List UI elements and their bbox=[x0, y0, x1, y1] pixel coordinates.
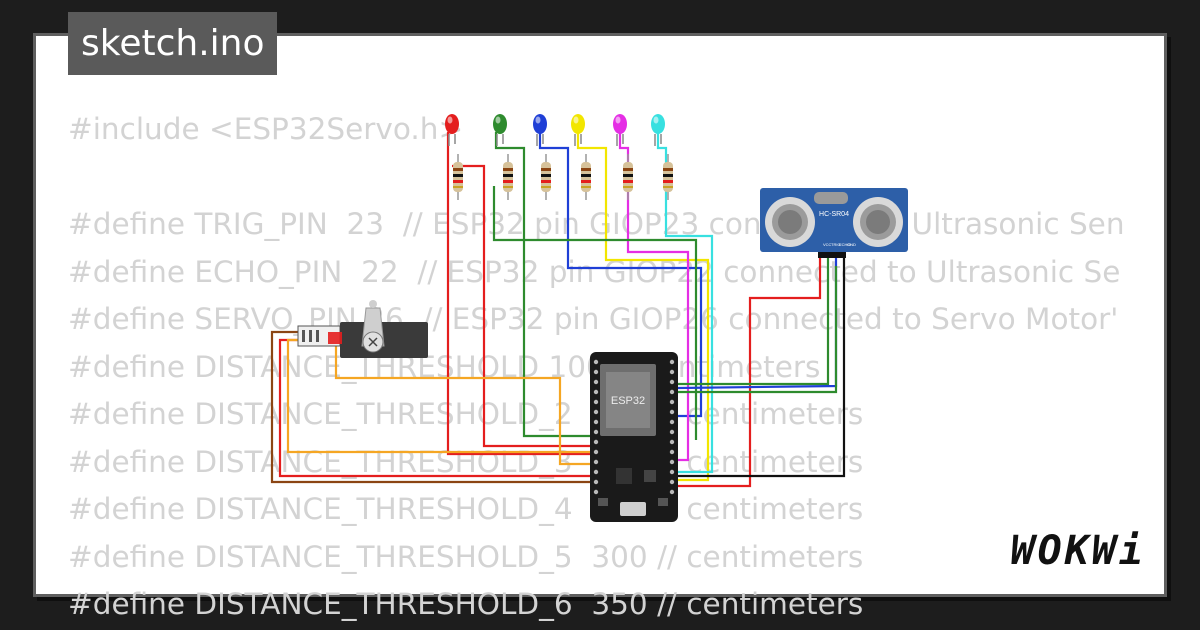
wire-red-2 bbox=[452, 164, 596, 448]
resistor bbox=[453, 154, 463, 200]
file-title: sketch.ino bbox=[68, 12, 278, 75]
sensor-pin-label: TRIG bbox=[831, 242, 841, 247]
led-yellow bbox=[571, 114, 585, 146]
wire-servo-brown bbox=[270, 330, 598, 484]
wire-cyan bbox=[656, 132, 714, 474]
resistor bbox=[503, 154, 513, 200]
wire-sensor-green2 bbox=[678, 266, 838, 394]
resistor-row bbox=[453, 154, 673, 200]
wokwi-logo: WOKWi bbox=[1010, 528, 1146, 574]
led-cyan bbox=[651, 114, 665, 146]
wire-servo-red bbox=[278, 338, 598, 478]
resistor bbox=[581, 154, 591, 200]
wire-sensor-black bbox=[678, 258, 846, 478]
led-red-body bbox=[445, 114, 459, 134]
sensor-pin-label: VCC bbox=[823, 242, 832, 247]
resistor bbox=[663, 154, 673, 200]
resistor bbox=[623, 154, 633, 200]
led-magenta bbox=[613, 114, 627, 146]
sensor-pin-label: GND bbox=[847, 242, 856, 247]
code-line: #define DISTANCE_THRESHOLD_5 300 // cent… bbox=[68, 539, 864, 574]
preview-card: #include <ESP32Servo.h> #define TRIG_PIN… bbox=[33, 33, 1167, 621]
resistor bbox=[541, 154, 551, 200]
led-blue-body bbox=[533, 114, 547, 134]
wire-servo-orange-2 bbox=[334, 346, 598, 466]
code-line: #define DISTANCE_THRESHOLD_2 150 // cent… bbox=[68, 397, 864, 431]
led-cyan-body bbox=[651, 114, 665, 134]
led-yellow-body bbox=[571, 114, 585, 134]
wire-sensor-red bbox=[678, 258, 822, 488]
led-red bbox=[445, 114, 459, 146]
servo-motor bbox=[297, 300, 428, 358]
wire-red bbox=[446, 132, 596, 456]
wire-green-2 bbox=[492, 186, 698, 440]
wires bbox=[270, 132, 846, 488]
led-row bbox=[445, 114, 665, 146]
code-line: #define DISTANCE_THRESHOLD_4 250 // cent… bbox=[68, 492, 864, 526]
wire-yellow bbox=[576, 132, 710, 482]
wire-magenta bbox=[618, 132, 690, 462]
sensor-label: HC-SR04 bbox=[819, 211, 849, 218]
sensor-pin-label: ECHO bbox=[839, 242, 851, 247]
wire-sensor-green bbox=[678, 258, 830, 386]
led-magenta-body bbox=[613, 114, 627, 134]
wire-blue bbox=[538, 132, 703, 418]
mcu-label: ESP32 bbox=[611, 395, 645, 407]
led-green-body bbox=[493, 114, 507, 134]
led-blue bbox=[533, 114, 547, 146]
code-line: #include <ESP32Servo.h> bbox=[68, 112, 464, 146]
esp32-board: ESP32 bbox=[590, 352, 678, 522]
led-green bbox=[493, 114, 507, 146]
wire-green bbox=[494, 132, 596, 438]
circuit-diagram: HC-SR04 VCC TRIG ECHO GND ESP32 bbox=[270, 114, 908, 522]
code-line: #define DISTANCE_THRESHOLD_6 350 // cent… bbox=[68, 587, 864, 621]
ultrasonic-sensor: HC-SR04 VCC TRIG ECHO GND bbox=[760, 188, 908, 258]
